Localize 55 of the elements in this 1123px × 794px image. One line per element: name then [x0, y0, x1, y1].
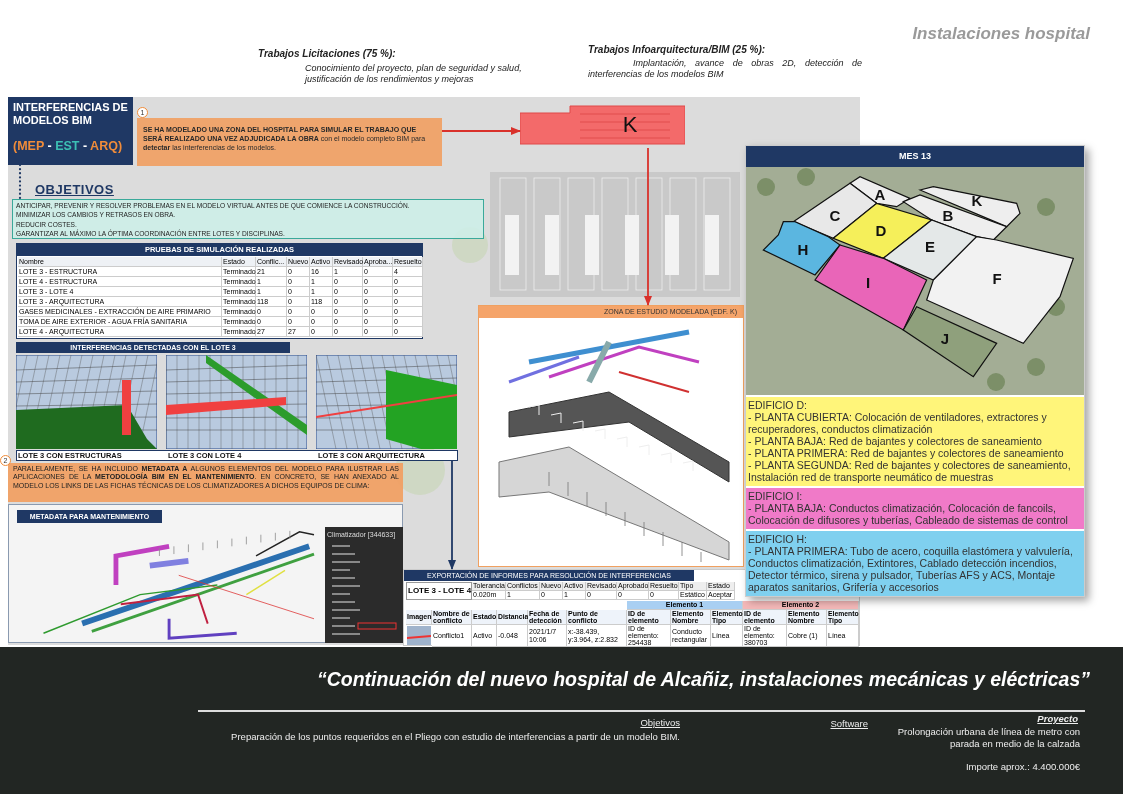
- section-heading: Trabajos Infoarquitectura/BIM (25 %):: [588, 43, 767, 57]
- table-cell: LOTE 3 - LOTE 4: [406, 582, 472, 600]
- section-heading: EDIFICIO I:: [748, 490, 804, 502]
- info-box: [746, 488, 1084, 529]
- arrow: [644, 147, 652, 306]
- footer-band: [0, 647, 1123, 794]
- arrow: [441, 127, 521, 135]
- list-item: - PLANTA SEGUNDA: Red de bajantes y colectores de saneamiento, Instalación red de transporte neumático de muestras: [748, 459, 1072, 483]
- body-text: Conocimiento del proyecto, plan de seguridad y salud, justificación de los rendimientos y mejoras: [305, 63, 523, 86]
- building-letter: B: [941, 207, 955, 225]
- building-letter: C: [828, 207, 842, 225]
- note-box: [137, 118, 442, 166]
- footer-text: Prolongación urbana de línea de metro con parada en medio de la calzada: [896, 726, 1080, 751]
- image-panel: [8, 504, 403, 643]
- building-letter: H: [796, 241, 810, 259]
- section-heading: EDIFICIO H:: [748, 533, 808, 545]
- section-heading: Objetivos: [639, 717, 680, 730]
- discipline-list: (MEP - EST - ARQ): [13, 139, 128, 157]
- connector-line: [18, 163, 22, 201]
- building-label: K: [621, 111, 639, 139]
- building-letter: F: [991, 270, 1003, 288]
- building-letter: J: [939, 330, 951, 348]
- note-box: [8, 463, 403, 502]
- panel-title: MES 13: [746, 146, 1084, 167]
- building-letter: I: [864, 274, 872, 292]
- section-heading: Proyecto: [1036, 713, 1078, 726]
- list-item: - PLANTA BAJA: Conductos climatización, Colocación de fancoils, Colocación de difusores y tuberías, Cableado de sistemas de control: [748, 502, 1069, 526]
- building-letter: A: [873, 186, 887, 204]
- footer-text: Importe aprox.: 4.400.000€: [964, 761, 1080, 774]
- table-panel: [16, 243, 423, 339]
- list-item: - PLANTA CUBIERTA: Colocación de ventiladores, extractores y recuperadores, conductos climatización: [748, 411, 1048, 435]
- page-heading: Instalaciones hospital: [911, 23, 1090, 45]
- footer-text: Preparación de los puntos requeridos en el Pliego con estudio de interferencias a partir de un modelo BIM.: [230, 731, 680, 744]
- title-panel: [8, 97, 133, 165]
- info-panel: [745, 145, 1085, 597]
- properties-panel: [325, 527, 403, 643]
- building-letter: K: [970, 192, 984, 210]
- section-heading: EDIFICIO D:: [748, 399, 808, 411]
- info-box: [746, 531, 1084, 596]
- building-letter: D: [874, 222, 888, 240]
- section-heading: Software: [829, 718, 868, 731]
- image-panel: [16, 342, 458, 461]
- body-text: Implantación, avance de obras 2D, detección de interferencias de los modelos BIM: [588, 58, 862, 81]
- image-panel: [478, 305, 744, 567]
- arrow: [448, 460, 456, 570]
- info-box: [746, 397, 1084, 486]
- section-heading: OBJETIVOS: [35, 181, 115, 198]
- list-item: - PLANTA PRIMERA: Red de bajantes y colectores de saneamiento: [748, 447, 1065, 459]
- panel-title: INTERFERENCIAS DE MODELOS BIM: [13, 101, 128, 128]
- main-title: “Continuación del nuevo hospital de Alcañiz, instalaciones mecánicas y eléctricas”: [315, 667, 1090, 692]
- highlighted-building: [520, 104, 685, 148]
- building-letter: E: [924, 238, 936, 256]
- list-item: - PLANTA BAJA: Red de bajantes y colectores de saneamiento: [748, 435, 1043, 447]
- section-heading: Trabajos Licitaciones (75 %):: [258, 47, 397, 61]
- list-item: - PLANTA PRIMERA: Tubo de acero, coquilla elastómera y valvulería, Conductos climatización, Extintores, Cablado detección incendios, Detector térmico, sirena y pulsador, Tuberías AFS y ACS, Montaje aparatos sanitarios, Grifería y accesorios: [748, 545, 1074, 593]
